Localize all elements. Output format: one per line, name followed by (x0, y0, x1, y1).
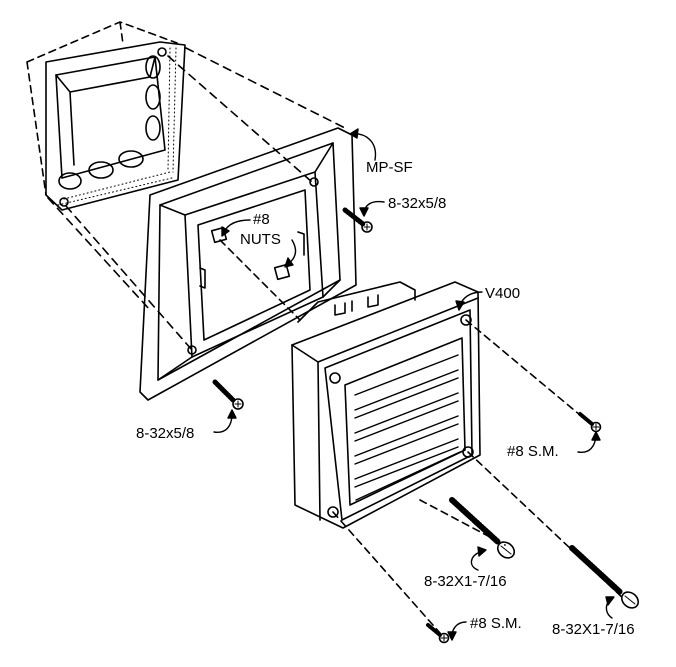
leader-screw-left-arrow (227, 409, 237, 419)
v400-horn (291, 281, 481, 529)
leader-long-left (470, 551, 481, 571)
knockout (58, 172, 82, 190)
long-screw-left (449, 497, 516, 559)
junction-box-rim-inner (55, 56, 166, 179)
sm-screw-bottom (426, 623, 450, 644)
nut (273, 263, 291, 281)
plate-outer-edge (139, 127, 357, 401)
box-screw-hole (157, 47, 167, 57)
knockout (118, 150, 144, 168)
knockout (145, 84, 161, 110)
label-long-screw-left: 8-32X1-7/16 (424, 573, 507, 590)
knockout (145, 55, 161, 79)
leader-sm-bottom-arrow (447, 631, 457, 641)
label-nuts-line1: #8 (253, 211, 270, 228)
plate-inner-ring (197, 189, 311, 341)
label-screw-left: 8-32x5/8 (136, 425, 194, 442)
plate-screw-hole (187, 345, 197, 355)
leader-long-right-arrow (605, 596, 615, 606)
plate-bracket (199, 267, 206, 289)
callout-leaders (213, 128, 615, 641)
junction-box-texture (57, 47, 177, 206)
junction-box-hidden-edges (26, 21, 178, 196)
plate-screw-hole (309, 177, 319, 187)
leader-sm-right-arrow (591, 431, 601, 441)
sm-screw-right (578, 412, 602, 433)
horn-housing-front (291, 281, 481, 529)
long-screw-right (569, 545, 640, 609)
horn-louvers (354, 354, 461, 501)
label-long-screw-right: 8-32X1-7/16 (552, 621, 635, 638)
knockout (145, 115, 161, 141)
label-sm-right: #8 S.M. (507, 443, 559, 460)
label-v400: V400 (485, 285, 520, 302)
label-nuts-line2: NUTS (240, 231, 281, 248)
horn-housing-top (291, 297, 479, 363)
junction-box-inner-wall (55, 56, 156, 166)
label-screw-top: 8-32x5/8 (388, 195, 446, 212)
horn-screw-hole (462, 446, 474, 458)
junction-box-rim-outer (45, 41, 186, 211)
label-sm-bottom: #8 S.M. (470, 615, 522, 632)
leader-nut-1-arrow (221, 226, 230, 237)
horn-grille-frame (344, 337, 466, 506)
leader-screw-top-arrow (359, 207, 369, 217)
horn-screw-hole (329, 372, 341, 384)
plate-bevel-corners (157, 142, 341, 381)
knockout (88, 161, 114, 179)
screw-top (342, 207, 373, 233)
label-mp-sf: MP-SF (366, 159, 413, 176)
plate-opening (184, 171, 324, 358)
leader-mp-sf-arrow (349, 128, 359, 139)
plate-bracket (297, 231, 305, 256)
horn-screw-hole (460, 314, 472, 326)
leader-nut-2-arrow (284, 257, 294, 268)
horn-screw-hole (327, 506, 339, 518)
horn-housing-side (317, 361, 321, 521)
horn-back-block (297, 281, 416, 323)
screw-axis-lines (219, 239, 626, 634)
horn-back-slots (334, 294, 379, 316)
junction-box (26, 21, 186, 211)
mounting-plate (139, 127, 357, 401)
leader-long-left-arrow (477, 546, 487, 557)
box-screw-hole (59, 197, 69, 207)
projection-lines (47, 47, 346, 351)
screw-left (212, 379, 244, 410)
leader-mp-sf (349, 133, 377, 161)
leader-v400-arrow (455, 300, 465, 311)
